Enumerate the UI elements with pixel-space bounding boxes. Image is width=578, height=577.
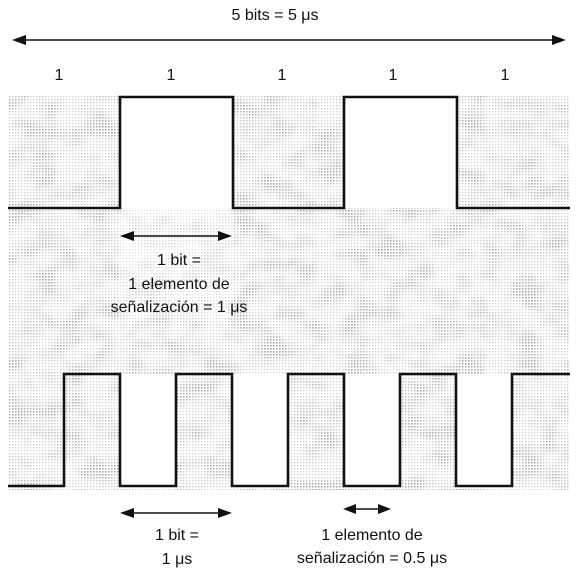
bottom-left-annotation: 1 bit = 1 μs [155,527,199,568]
total-duration-arrow [12,35,566,45]
bottom-right-line2: señalización = 0.5 μs [297,550,447,567]
top-annotation-line3: señalización = 1 μs [111,299,248,316]
top-annotation-line1: 1 bit = [157,252,201,269]
top-wave-high-fill-2 [344,97,457,208]
bit-value-4: 1 [389,67,398,84]
bottom-right-annotation: 1 elemento de señalización = 0.5 μs [297,527,447,567]
title-label: 5 bits = 5 μs [231,7,318,24]
bottom-wave-low-fill-1 [120,374,176,488]
top-annotation: 1 bit = 1 elemento de señalización = 1 μ… [111,252,248,316]
bottom-wave-low-fill-4 [456,374,512,488]
bottom-wave-low-fill-2 [232,374,288,488]
bottom-element-duration-arrow [343,504,391,514]
top-waveform [8,95,570,210]
bottom-right-line1: 1 elemento de [321,527,423,544]
bit-value-1: 1 [55,67,64,84]
bit-value-3: 1 [278,67,287,84]
top-bit-duration-arrow [120,231,232,241]
top-wave-high-fill-1 [120,97,233,208]
bit-value-5: 1 [501,67,510,84]
bottom-bit-duration-arrow [120,508,232,518]
bottom-waveform [8,372,570,488]
textured-background [8,95,570,490]
bottom-wave-low-fill-3 [344,374,400,488]
bottom-left-line1: 1 bit = [155,527,199,544]
bottom-left-line2: 1 μs [162,551,193,568]
bit-value-labels: 1 1 1 1 1 [55,67,510,84]
bit-value-2: 1 [167,67,176,84]
top-annotation-line2: 1 elemento de [128,276,230,293]
